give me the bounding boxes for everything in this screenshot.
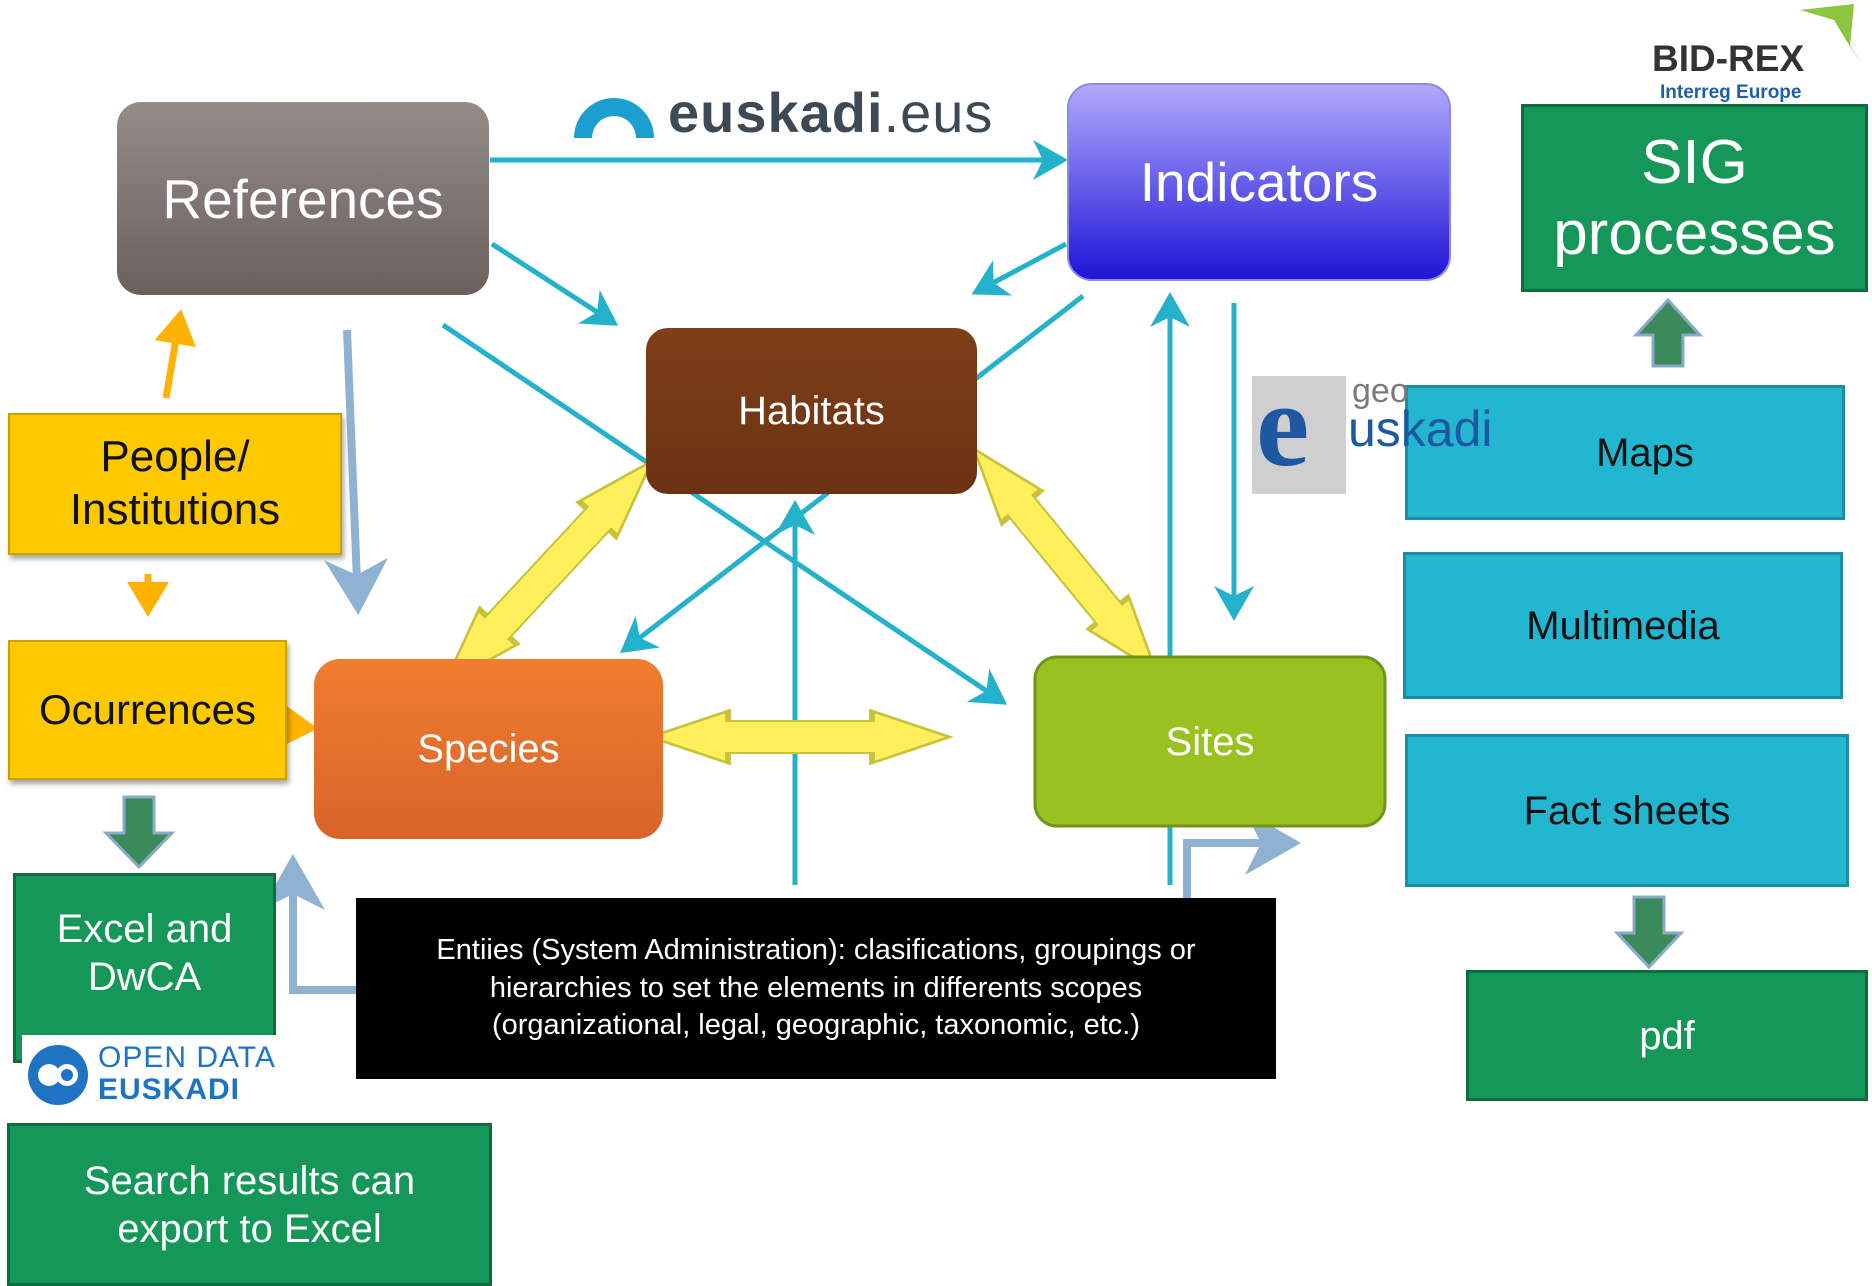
species-label: Species bbox=[417, 727, 560, 771]
double-arrow-habitats-species bbox=[441, 457, 655, 689]
people-institutions-label: People/ Institutions bbox=[69, 432, 281, 534]
opendata-euskadi-logo: OPEN DATA EUSKADI bbox=[22, 1035, 322, 1115]
euskadi-logo-text: euskadi bbox=[668, 81, 884, 144]
excel-dwca-label: Excel and DwCA bbox=[56, 907, 233, 999]
arrow-references-species bbox=[324, 329, 389, 615]
indicators-label: Indicators bbox=[1139, 151, 1379, 213]
double-arrow-species-sites bbox=[646, 708, 954, 766]
entities-label: Entiies (System Administration): clasifi… bbox=[436, 933, 1196, 1042]
opendata-line1: OPEN DATA bbox=[98, 1041, 276, 1074]
search-results-node: Search results can export to Excel bbox=[7, 1123, 492, 1286]
sites-node: Sites bbox=[1035, 657, 1385, 826]
sites-shape bbox=[1033, 655, 1387, 828]
species-shape bbox=[314, 659, 663, 839]
maps-label: Maps bbox=[1596, 430, 1694, 475]
indicators-shape bbox=[1067, 83, 1451, 281]
arrow-entities-species bbox=[261, 854, 356, 994]
block-arrow-ocurrences-excel bbox=[102, 795, 176, 870]
species-node: Species bbox=[314, 659, 663, 839]
references-label: References bbox=[162, 167, 444, 230]
geoeuskadi-name: uskadi bbox=[1348, 401, 1493, 457]
multimedia-label: Multimedia bbox=[1526, 603, 1720, 648]
entities-note: Entiies (System Administration): clasifi… bbox=[356, 898, 1276, 1079]
habitats-label: Habitats bbox=[738, 389, 885, 433]
pdf-node: pdf bbox=[1466, 970, 1868, 1101]
maps-node: Maps bbox=[1405, 385, 1845, 520]
pdf-label: pdf bbox=[1639, 1013, 1695, 1058]
euskadi-arc-icon bbox=[574, 98, 654, 138]
fact-sheets-label: Fact sheets bbox=[1523, 788, 1731, 833]
bidrex-subtitle: Interreg Europe bbox=[1660, 82, 1802, 103]
double-arrow-habitats-sites bbox=[971, 445, 1159, 675]
sig-processes-node: SIG processes bbox=[1521, 104, 1868, 292]
bidrex-logo: BID-REX Interreg Europe bbox=[1650, 2, 1872, 103]
block-arrow-factsheets-pdf bbox=[1613, 895, 1685, 970]
arrow-entities-sites bbox=[1183, 811, 1301, 898]
references-shape bbox=[117, 102, 489, 295]
habitats-shape bbox=[646, 328, 977, 494]
ocurrences-label: Ocurrences bbox=[38, 685, 257, 733]
block-arrow-maps-sig bbox=[1632, 297, 1704, 368]
geoeuskadi-e-letter: e bbox=[1256, 358, 1310, 491]
opendata-circle-icon bbox=[28, 1045, 88, 1105]
geoeuskadi-logo: e geo uskadi bbox=[1252, 358, 1522, 494]
ocurrences-node: Ocurrences bbox=[8, 640, 287, 780]
arrow-people-references bbox=[154, 309, 196, 399]
search-results-label: Search results can export to Excel bbox=[83, 1158, 416, 1251]
arrow-indicators-habitats bbox=[971, 241, 1068, 296]
sites-label: Sites bbox=[1165, 719, 1255, 764]
habitats-node: Habitats bbox=[646, 328, 977, 494]
euskadi-logo-suffix: .eus bbox=[883, 81, 994, 144]
references-node: References bbox=[117, 102, 489, 295]
bidrex-title: BID-REX bbox=[1652, 38, 1805, 79]
geoeuskadi-geo: geo bbox=[1352, 372, 1409, 410]
bidrex-leaf-icon bbox=[1800, 4, 1862, 64]
arrow-references-habitats bbox=[490, 241, 619, 326]
euskadi-eus-logo: euskadi.eus bbox=[570, 81, 992, 144]
people-institutions-node: People/ Institutions bbox=[8, 413, 342, 555]
fact-sheets-node: Fact sheets bbox=[1405, 734, 1849, 887]
opendata-line2: EUSKADI bbox=[98, 1073, 241, 1106]
arrow-references-sites bbox=[441, 322, 1008, 705]
indicators-node: Indicators bbox=[1068, 84, 1450, 280]
sig-processes-label: SIG processes bbox=[1553, 127, 1836, 268]
multimedia-node: Multimedia bbox=[1403, 552, 1843, 699]
